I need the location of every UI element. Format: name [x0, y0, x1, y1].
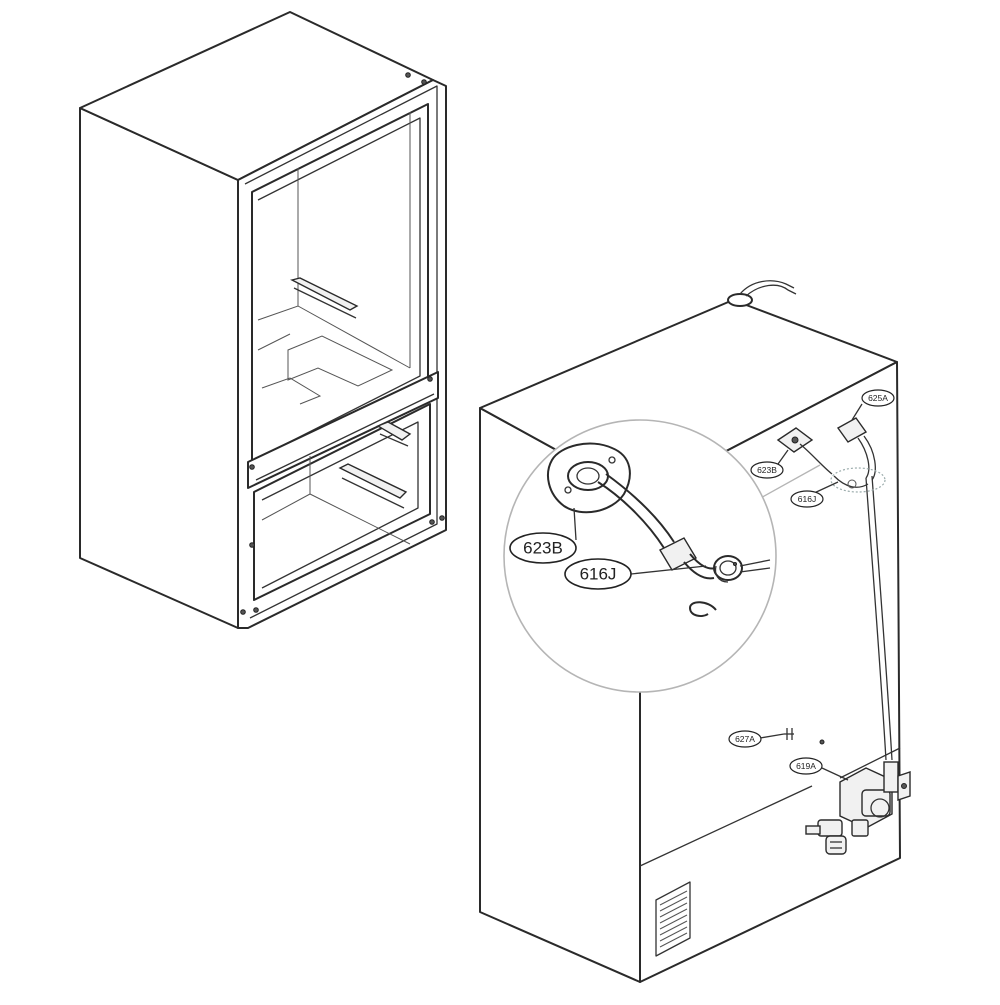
callout-627A-label: 627A: [735, 734, 755, 744]
callout-623B-large-label: 623B: [523, 539, 563, 558]
vent-grille: [655, 881, 691, 957]
callout-616J-large-label: 616J: [580, 565, 617, 584]
callout-616J-small-label: 616J: [798, 494, 816, 504]
zoom-gasket-623B: [547, 442, 631, 514]
zoom-clamp-616J: [713, 555, 771, 583]
callout-623B-large: 623B: [509, 507, 577, 564]
callout-619A: 619A: [789, 757, 849, 781]
callout-623B-small: 623B: [750, 449, 789, 479]
callout-625A-label: 625A: [868, 393, 888, 403]
part-625A-tube-assembly: [836, 417, 876, 481]
cabinet-front-view: [79, 11, 447, 629]
part-623B-gasket-small: [776, 427, 833, 475]
part-627A-screw: [784, 728, 825, 745]
top-grommet: [727, 280, 797, 307]
part-619A-water-valve: [805, 761, 911, 855]
callout-619A-label: 619A: [796, 761, 816, 771]
callout-616J-small: 616J: [790, 481, 839, 508]
zoom-detail-circle: [503, 419, 821, 693]
part-616J-clamp-small: [830, 467, 886, 493]
callout-627A: 627A: [728, 730, 785, 748]
callout-616J-large: 616J: [564, 558, 707, 590]
callout-625A: 625A: [851, 389, 895, 421]
callout-623B-small-label: 623B: [757, 465, 777, 475]
